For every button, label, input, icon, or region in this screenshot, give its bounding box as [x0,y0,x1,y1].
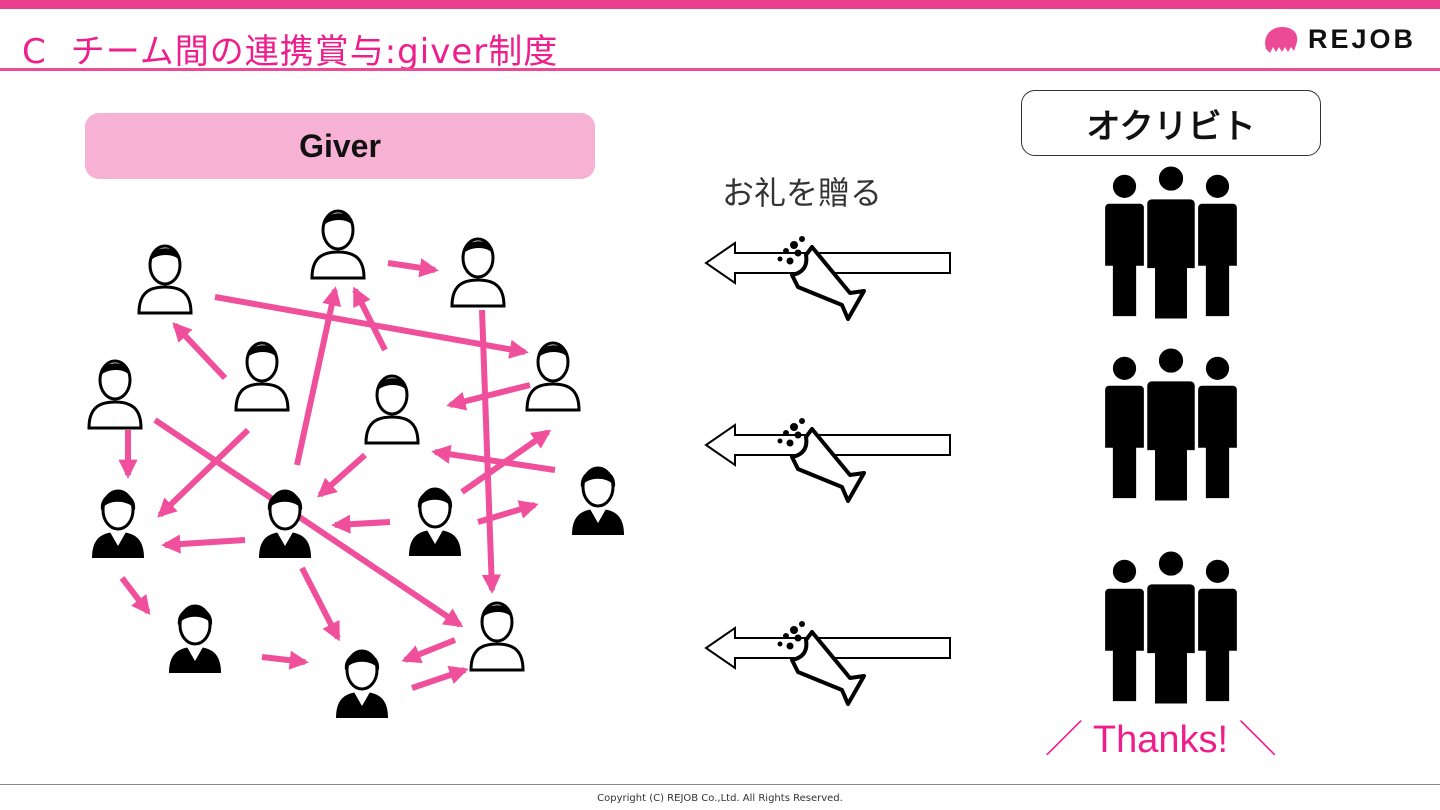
giver-banner: Giver [85,113,595,179]
group-icon [1103,165,1239,320]
page-title: C チーム間の連携賞与:giver制度 [22,24,558,73]
copyright: Copyright (C) REJOB Co.,Ltd. All Rights … [597,793,843,804]
giver-arrow [261,650,309,670]
giver-label: Giver [299,127,381,164]
person-icon [525,341,581,412]
top-accent-bar [0,0,1440,9]
giver-arrow [294,286,342,466]
giver-arrow [161,534,246,554]
person-icon [364,374,420,445]
rejob-logo: REJOB [1262,24,1416,55]
giver-arrow [157,427,251,518]
giver-arrow [352,286,388,352]
person-icon [257,489,313,560]
logo-mark-icon [1265,26,1298,53]
giver-arrow [172,322,228,381]
title-text: チーム間の連携賞与:giver制度 [70,32,559,72]
section-letter: C [22,32,47,72]
giver-arrow [401,637,457,664]
person-icon [334,649,390,720]
gift-arrow-icon [704,423,951,467]
person-icon [407,487,463,558]
person-icon [469,601,525,672]
giver-arrow [479,309,502,594]
person-icon [450,237,506,308]
giver-arrow [387,258,439,278]
party-popper-icon [775,416,866,503]
giver-arrow [411,665,469,691]
person-icon [137,244,193,315]
giver-arrow [299,566,341,642]
header-divider [0,68,1440,71]
giver-arrow [153,417,464,628]
person-icon [310,209,366,280]
footer-divider [0,784,1440,785]
party-popper-icon [775,619,866,706]
group-icon [1103,550,1239,705]
giver-arrow [119,576,151,616]
giver-arrow [460,429,552,495]
giver-arrow [477,500,539,525]
person-icon [167,604,223,675]
giver-arrow [446,382,531,411]
giver-arrow [331,514,391,534]
person-icon [87,359,143,430]
giver-arrow [431,444,556,473]
okuribito-label: オクリビト [1086,106,1256,147]
thanks-text: ／ Thanks! ＼ [1045,719,1277,761]
person-icon [234,341,290,412]
gift-label: お礼を贈る [722,174,883,212]
gift-arrow-icon [704,241,951,285]
okuribito-box: オクリビト [1021,90,1321,156]
person-icon [570,466,626,537]
person-icon [90,489,146,560]
party-popper-icon [775,234,866,321]
giver-arrow [317,452,367,498]
group-icon [1103,347,1239,502]
gift-arrow-icon [704,626,951,670]
